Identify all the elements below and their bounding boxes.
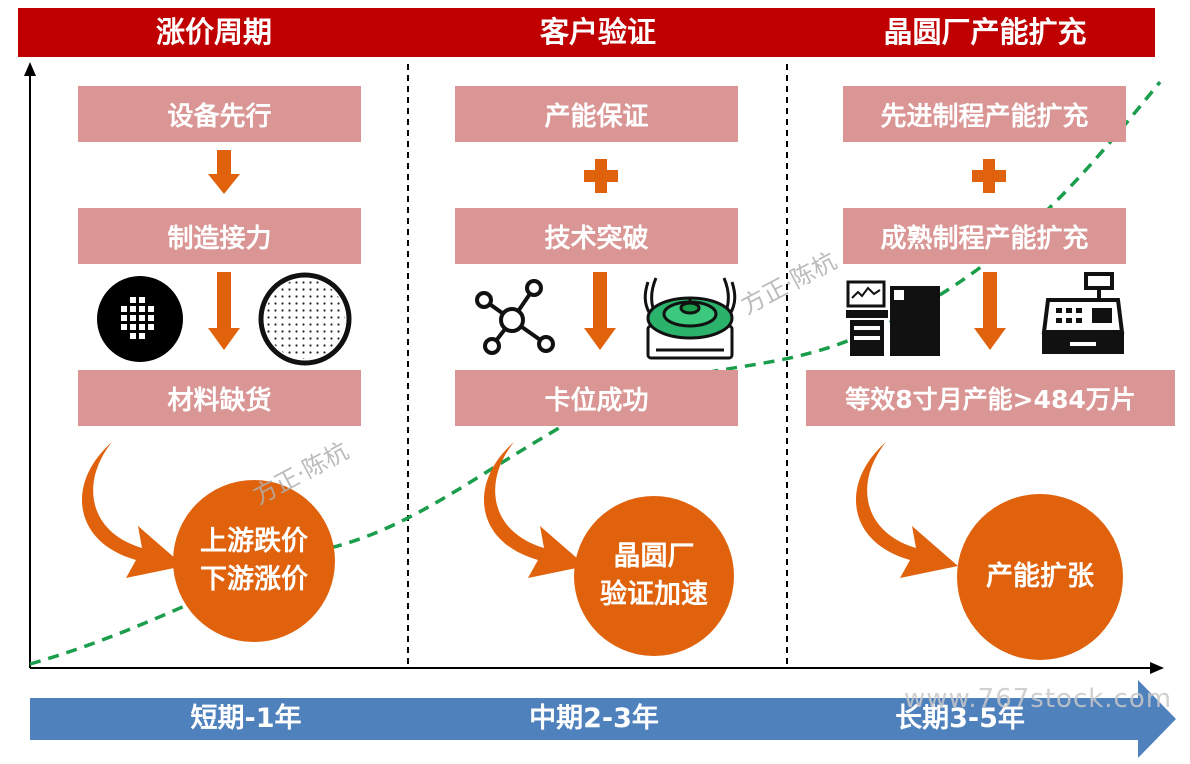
down-arrow-icon [584,272,616,350]
circle-line-2: 验证加速 [600,579,708,610]
header-bar [18,8,1155,57]
header-title-fab-expansion: 晶圆厂产能扩充 [883,15,1087,49]
box-technology-breakthrough: 技术突破 [455,208,738,264]
box-manufacturing-relay: 制造接力 [78,208,361,264]
header-title-customer-validation: 客户验证 [539,15,656,49]
x-axis-arrow [1150,662,1164,674]
plus-icon [584,159,618,193]
box-mature-node-expansion: 成熟制程产能扩充 [843,208,1126,264]
box-material-shortage: 材料缺货 [78,370,361,426]
down-arrow-icon [208,150,240,194]
box-advanced-node-expansion: 先进制程产能扩充 [843,86,1126,142]
wafer-dots-icon [258,272,352,366]
circle-fab-validation: 晶圆厂 验证加速 [574,496,734,656]
watermark-url: www.767stock.com [904,684,1173,714]
down-arrow-icon [208,272,240,350]
timeline-mid-term: 中期2-3年 [529,703,659,734]
plus-icon [972,159,1006,193]
molecule-icon [475,279,555,355]
timeline-long-term: 长期3-5年 [895,703,1025,734]
timeline-short-term: 短期-1年 [190,703,302,734]
wafer-die-grid-icon [97,276,183,362]
circle-capacity-expansion: 产能扩张 [957,494,1123,660]
box-equivalent-8inch-capacity: 等效8寸月产能>484万片 [806,370,1175,426]
circle-line-1: 上游跌价 [200,526,308,557]
circle-line-1: 晶圆厂 [613,541,695,572]
circle-line-1: 产能扩张 [986,561,1094,592]
fab-equipment-icon [846,280,940,356]
spin-coater-icon [643,277,737,360]
curved-arrow-icon [483,442,586,578]
header-title-price-cycle: 涨价周期 [155,15,272,49]
circle-line-2: 下游涨价 [200,564,308,595]
y-axis-arrow [24,62,36,76]
box-equipment-first: 设备先行 [78,86,361,142]
curved-arrow-icon [81,442,184,578]
down-arrow-icon [974,272,1006,350]
box-capacity-guarantee: 产能保证 [455,86,738,142]
cash-register-icon [1041,272,1125,354]
box-position-secured: 卡位成功 [455,370,738,426]
circle-upstream-downstream: 上游跌价 下游涨价 [173,480,335,642]
curved-arrow-icon [855,442,958,578]
